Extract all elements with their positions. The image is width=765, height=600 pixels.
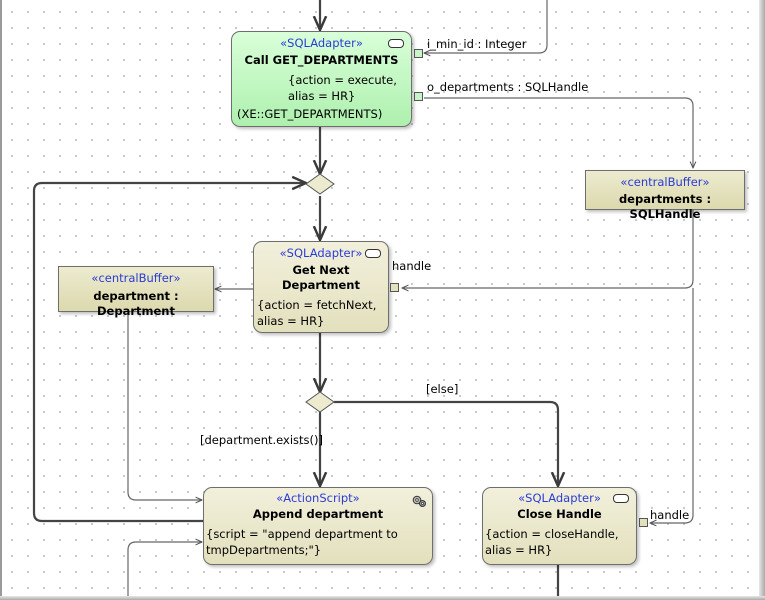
stereotype-label: «SQLAdapter» [280, 36, 363, 50]
tagged-value: tmpDepartments;"} [206, 543, 322, 557]
tagged-value: alias = HR} [257, 314, 325, 328]
rake-icon [388, 39, 404, 48]
flow-o-departments [424, 97, 693, 168]
pin-handle-close[interactable] [639, 518, 648, 527]
frame-left-edge [0, 0, 2, 600]
flow-buffer-to-close [650, 288, 694, 523]
action-call-get-departments[interactable]: «SQLAdapter» Call GET_DEPARTMENTS {actio… [231, 31, 412, 127]
stereotype-label: «centralBuffer» [620, 175, 710, 189]
pin-i-min-id[interactable] [414, 49, 423, 58]
tagged-value: alias = HR} [485, 543, 553, 557]
flow-buffer-to-fetch [402, 210, 694, 288]
merge-node [305, 173, 335, 195]
rake-icon [613, 494, 629, 503]
buffer-name: departments : SQLHandle [618, 192, 712, 221]
flow-dept-to-append [127, 313, 202, 500]
action-title-line2: Department [282, 278, 360, 292]
central-buffer-department[interactable]: «centralBuffer» department : Department [58, 266, 214, 318]
decision-node [305, 391, 335, 413]
action-title: Close Handle [517, 507, 602, 521]
action-title: Call GET_DEPARTMENTS [244, 53, 399, 67]
pin-label-handle-fetch: handle [392, 259, 432, 273]
tagged-value: {action = execute, [288, 73, 397, 87]
stereotype-label: «ActionScript» [276, 491, 360, 505]
frame-bottom-shadow [0, 596, 765, 600]
action-title: Append department [252, 507, 384, 521]
tagged-value: {action = fetchNext, [257, 298, 377, 312]
tagged-value: {script = "append department to [206, 527, 398, 541]
action-append-department[interactable]: «ActionScript» Append department {script… [203, 487, 433, 565]
stereotype-label: «SQLAdapter» [279, 246, 363, 260]
guard-else: [else] [426, 382, 459, 396]
action-close-handle[interactable]: «SQLAdapter» Close Handle {action = clos… [482, 487, 637, 565]
tagged-value: (XE::GET_DEPARTMENTS) [237, 107, 383, 121]
tagged-value: {action = closeHandle, [485, 527, 619, 541]
action-title-line1: Get Next [292, 263, 350, 277]
flow-loop-back [32, 183, 306, 523]
flow-i-min-id [424, 0, 548, 53]
guard-department-exists: [department.exists()] [200, 433, 324, 447]
tagged-value: alias = HR} [288, 89, 356, 103]
pin-handle-fetch[interactable] [390, 283, 399, 292]
flow-decision-else [334, 400, 558, 486]
pin-label-o-departments: o_departments : SQLHandle [427, 80, 589, 94]
action-get-next-department[interactable]: «SQLAdapter» Get Next Department {action… [253, 241, 389, 333]
stereotype-label: «centralBuffer» [91, 271, 181, 285]
rake-icon [365, 249, 381, 258]
central-buffer-departments[interactable]: «centralBuffer» departments : SQLHandle [585, 170, 745, 221]
pin-o-departments[interactable] [414, 92, 423, 101]
stereotype-label: «SQLAdapter» [518, 491, 601, 505]
buffer-name: department : Department [93, 289, 179, 318]
frame-right-shadow [759, 0, 765, 600]
gears-icon [412, 495, 426, 507]
pin-label-i-min-id: i_min_id : Integer [427, 37, 527, 51]
pin-label-handle-close: handle [650, 508, 690, 522]
flow-bottom-in [127, 542, 202, 600]
